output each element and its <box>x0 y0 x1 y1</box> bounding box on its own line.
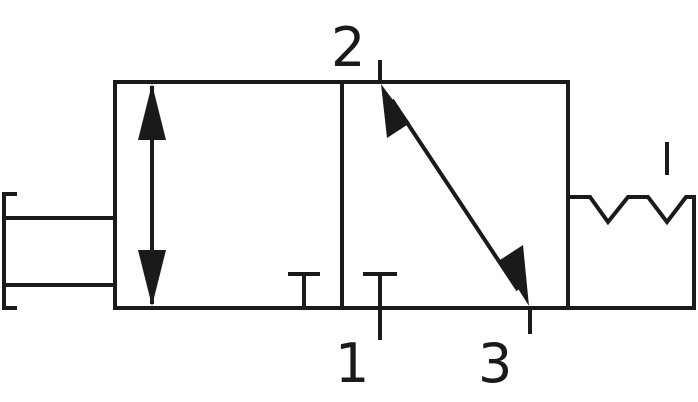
right-position <box>363 60 532 340</box>
blocked-port-symbol <box>288 272 320 308</box>
arrow-head-down <box>138 250 166 306</box>
arrow-head-up <box>138 84 166 140</box>
port-label-3: 3 <box>478 332 512 395</box>
port-label-1: 1 <box>335 332 369 395</box>
port-label-2: 2 <box>331 16 365 79</box>
left-position <box>138 84 320 308</box>
spring-return <box>568 142 696 310</box>
arrow-head-port-3 <box>500 245 529 306</box>
blocked-port-1-symbol <box>363 272 397 340</box>
push-button-actuator <box>2 192 115 310</box>
valve-body <box>113 80 570 310</box>
arrow-head-port-2 <box>381 84 410 138</box>
